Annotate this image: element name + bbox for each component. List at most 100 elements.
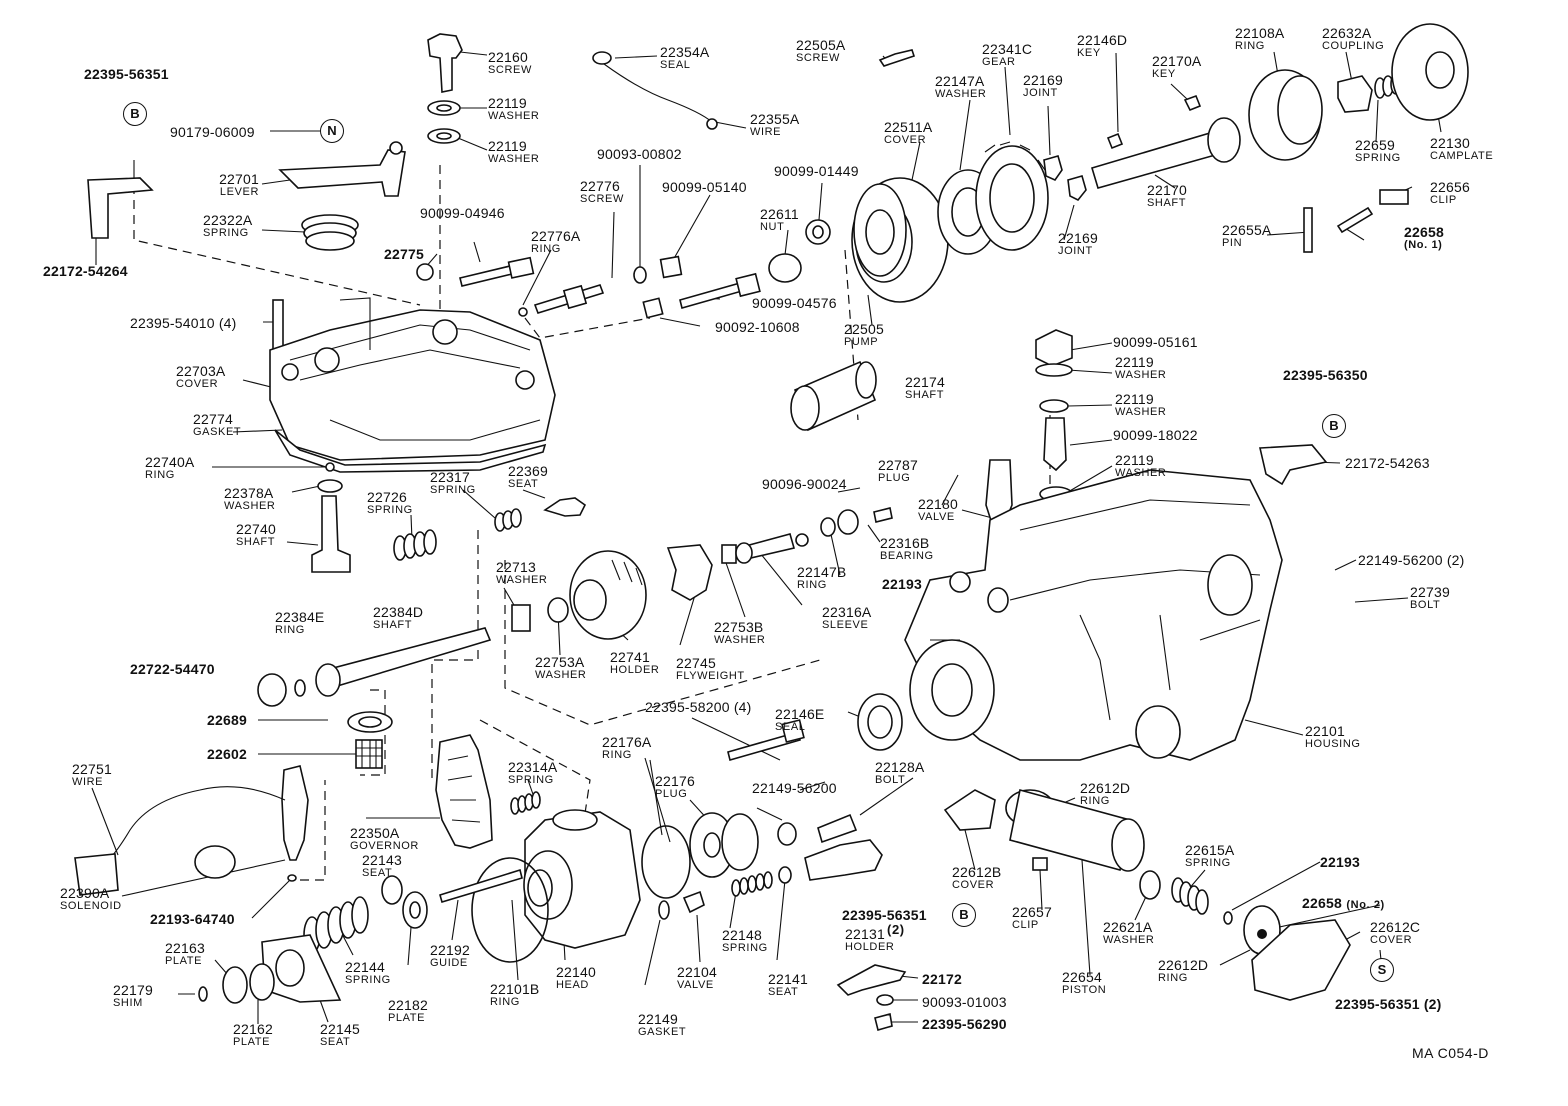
cover-22612B-shape [943,789,996,831]
part-label: 22395-56350 [1283,367,1368,383]
part-label: 22193 [1320,854,1360,870]
washer-22713-shape [511,604,531,632]
part-label: 22193-64740 [150,911,235,927]
part-label: 22775 [384,246,424,262]
gear-22341C-shape [975,141,1049,251]
part-label: 22722-54470 [130,661,215,677]
part-label: 22395-54010 (4) [130,315,237,331]
part-label: 22149-56200 (2) [1358,552,1465,568]
spring-22726-shape [393,529,437,561]
part-label: 22395-56351(2) [842,907,927,937]
part-label: 22658 (No. 2) [1302,895,1385,911]
filter-22602-shape [355,739,383,769]
spring-22148-shape [731,871,773,897]
part-label: 90096-90024 [762,476,847,492]
bracket-22172-54264-shape [87,177,154,239]
screw-90099-04576-shape [679,282,743,309]
nut-22775-shape [416,263,434,281]
governor-cover-22703A-shape [269,309,556,461]
guide-22192-shape [439,868,523,903]
part-label: 90093-01003 [922,994,1007,1010]
gasket-22774-shape [274,429,547,473]
part-label: 22658(No. 1) [1404,224,1444,251]
solenoid-22390A-shape [281,765,309,861]
part-label: 22602 [207,746,247,762]
diagram-code: MA C054-D [1412,1045,1489,1061]
part-label: 22689 [207,712,247,728]
part-label: 22395-56351 [84,66,169,82]
coupling-22632A-shape [1337,75,1373,113]
plug-22176-shape [689,812,759,878]
reference-mark-n: N [320,119,344,143]
bolt-22128A-shape [817,813,858,844]
reference-mark-b-bottom: B [952,903,976,927]
governor-22350A-shape [435,734,493,849]
joint-22169-a-shape [1043,155,1063,181]
flyweight-22745-shape [666,544,713,601]
ring-22108A-shape [1248,69,1323,161]
part-label: 22395-56290 [922,1016,1007,1032]
part-label: 22172 [922,971,962,987]
part-label: 22149-56200 [752,780,837,796]
lever-22701-shape [278,149,406,197]
reference-mark-b-right: B [1322,414,1346,438]
part-label: 22172-54264 [43,263,128,279]
lever-pin-shape [389,141,403,155]
reference-mark-b-top-left: B [123,102,147,126]
part-label: 90099-05161 [1113,334,1198,350]
piston-22654-shape [1009,789,1131,871]
shaft-22740-shape [311,495,351,573]
wire-22751-connector-shape [74,853,119,896]
screw-22160-shape [427,33,463,93]
clip-22656-shape [1379,189,1409,205]
part-label: 90092-10608 [715,319,800,335]
holder-22741-shape [569,550,647,640]
washer-22753B-shape [721,544,737,564]
